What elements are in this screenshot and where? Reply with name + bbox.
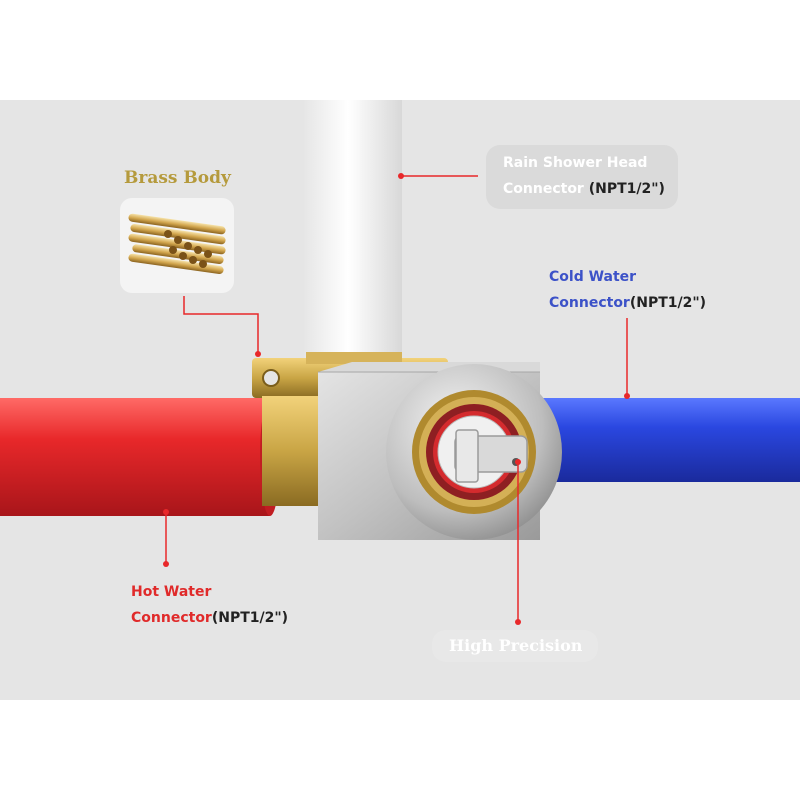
callout-lines <box>165 175 628 622</box>
rain-shower-connector-label: Connector (NPT1/2") <box>503 177 665 202</box>
high-precision-callout <box>432 630 598 662</box>
hot-water-pipe <box>0 398 280 516</box>
callout-line-brass <box>183 296 259 354</box>
cold-connector-text: Connector <box>549 295 630 311</box>
rain-connector-spec: (NPT1/2") <box>588 181 665 197</box>
hot-connector-text: Connector <box>131 610 212 626</box>
hot-connector-spec: (NPT1/2") <box>211 610 289 626</box>
brass-sleeve-hot <box>262 396 324 506</box>
brass-body-label: Brass Body <box>124 168 231 188</box>
rain-shower-label: Rain Shower Head <box>503 155 648 171</box>
high-precision-label: High Precision <box>449 636 583 655</box>
cold-connector-spec: (NPT1/2") <box>629 295 707 311</box>
valve-cartridge <box>386 364 562 540</box>
brass-rods-image <box>120 198 234 293</box>
cold-water-connector-label: Connector(NPT1/2") <box>549 291 706 316</box>
hot-water-label: Hot Water <box>131 584 212 600</box>
cold-water-pipe <box>530 398 800 482</box>
callout-dots <box>163 173 630 625</box>
hot-water-connector-label: Connector(NPT1/2") <box>131 606 288 631</box>
shower-pipe <box>304 100 402 390</box>
rain-connector-text: Connector <box>503 181 589 197</box>
cold-water-label: Cold Water <box>549 269 637 285</box>
rain-shower-callout <box>486 145 678 209</box>
